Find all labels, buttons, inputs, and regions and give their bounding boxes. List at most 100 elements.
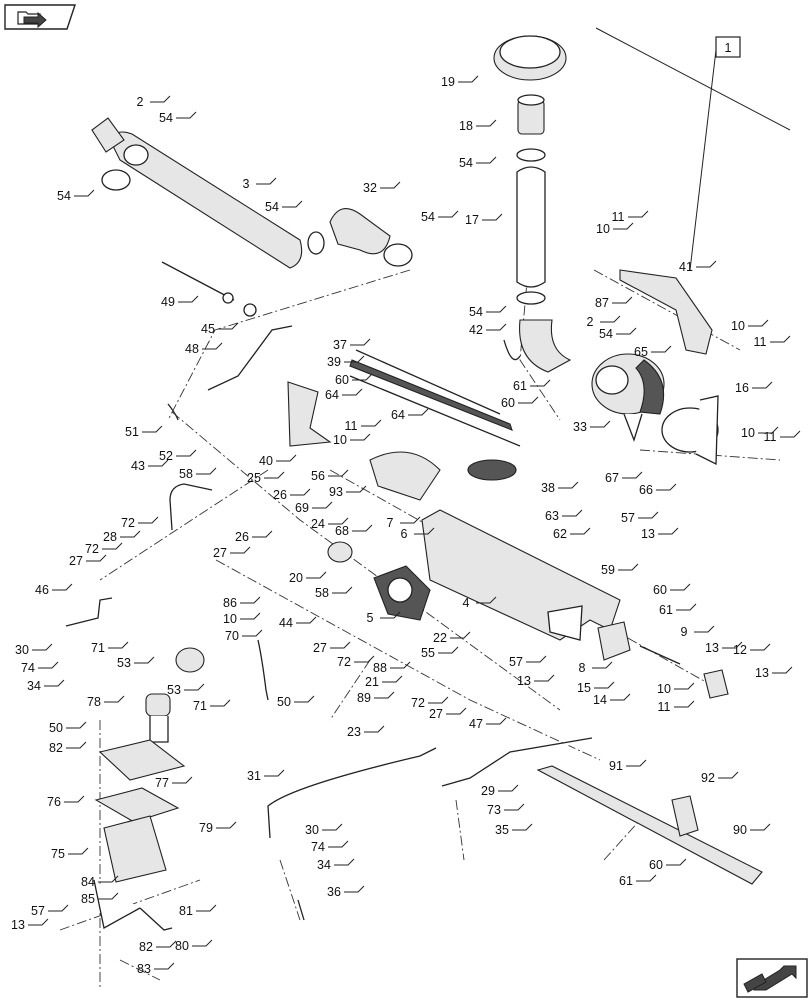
callout-leader	[674, 700, 695, 708]
callout-number: 87	[595, 296, 609, 310]
callout-leader	[330, 641, 351, 649]
callout-leader	[252, 530, 273, 538]
callout-number: 83	[137, 962, 151, 976]
callout-number: 8	[579, 661, 586, 675]
drain-pin	[297, 899, 305, 921]
callout-leader	[390, 661, 411, 669]
callout-number: 74	[21, 661, 35, 675]
breather-tube	[167, 325, 293, 421]
callout-leader	[674, 682, 695, 690]
callout-36: 36	[327, 885, 365, 899]
callout-20: 20	[289, 571, 327, 585]
callout-leader	[332, 586, 353, 594]
callout-number: 36	[327, 885, 341, 899]
callout-number: 76	[47, 795, 61, 809]
callout-10: 10	[223, 612, 261, 626]
callout-38: 38	[541, 481, 579, 495]
callout-2: 2	[587, 315, 621, 329]
callout-number: 72	[85, 542, 99, 556]
fuel-line-left	[65, 597, 113, 627]
callout-number: 65	[634, 345, 648, 359]
callout-number: 42	[469, 323, 483, 337]
callout-27: 27	[69, 554, 107, 568]
callout-82: 82	[49, 741, 87, 755]
callout-leader	[216, 821, 237, 829]
hose-elbow	[307, 208, 413, 267]
callout-number: 58	[315, 586, 329, 600]
callout-43: 43	[131, 459, 169, 473]
callout-70: 70	[225, 629, 263, 643]
callout-27: 27	[429, 707, 467, 721]
callout-21: 21	[365, 675, 403, 689]
callout-number: 41	[679, 260, 693, 274]
callout-50: 50	[49, 721, 87, 735]
callout-number: 27	[69, 554, 83, 568]
callout-leader	[74, 189, 95, 197]
callout-7: 7	[387, 516, 421, 530]
callout-number: 72	[411, 696, 425, 710]
callout-number: 89	[357, 691, 371, 705]
callout-leader	[344, 355, 365, 363]
callout-number: 30	[305, 823, 319, 837]
fuel-line-mid	[257, 639, 269, 701]
callout-85: 85	[81, 892, 119, 906]
callout-number: 26	[235, 530, 249, 544]
callout-leader	[772, 666, 793, 674]
callout-6: 6	[401, 527, 435, 541]
reservoir-plate	[98, 739, 186, 781]
callout-number: 68	[335, 524, 349, 538]
callout-number: 64	[391, 408, 405, 422]
callout-number: 27	[213, 546, 227, 560]
callout-number: 52	[159, 449, 173, 463]
callout-61: 61	[619, 874, 657, 888]
callout-59: 59	[601, 563, 639, 577]
callout-2: 2	[137, 95, 171, 109]
callout-leader	[296, 616, 317, 624]
callout-number: 35	[495, 823, 509, 837]
pressure-switch	[327, 541, 353, 563]
callout-number: 13	[11, 918, 25, 932]
folder-back-button[interactable]	[4, 4, 76, 30]
callout-18: 18	[459, 119, 497, 133]
air-filter-cap	[493, 35, 567, 81]
callout-34: 34	[27, 679, 65, 693]
callout-number: 32	[363, 181, 377, 195]
callout-leader	[350, 338, 371, 346]
callout-number: 44	[279, 616, 293, 630]
callout-number: 56	[311, 469, 325, 483]
main-support-beam	[421, 509, 621, 641]
callout-leader	[210, 699, 231, 707]
callout-number: 92	[701, 771, 715, 785]
callout-number: 72	[337, 655, 351, 669]
fan-pulley	[467, 459, 517, 481]
shroud-bracket	[287, 381, 332, 447]
callout-number: 34	[27, 679, 41, 693]
callout-11: 11	[754, 335, 791, 349]
callout-leader	[312, 501, 333, 509]
dipstick-rod	[161, 261, 257, 317]
callout-11: 11	[658, 700, 695, 714]
callout-leader	[108, 641, 129, 649]
pump-assembly	[373, 565, 431, 621]
callout-number: 10	[333, 433, 347, 447]
callout-number: 48	[185, 342, 199, 356]
callout-leader	[512, 823, 533, 831]
callout-77: 77	[155, 776, 193, 790]
callout-leader	[636, 874, 657, 882]
callout-number: 47	[469, 717, 483, 731]
callout-leader	[218, 322, 239, 330]
callout-leader	[354, 655, 375, 663]
callout-75: 75	[51, 847, 89, 861]
callout-leader	[518, 396, 539, 404]
next-page-button[interactable]	[736, 958, 808, 998]
callout-number: 28	[103, 530, 117, 544]
callout-72: 72	[337, 655, 375, 669]
callout-number: 62	[553, 527, 567, 541]
callout-leader	[276, 454, 297, 462]
callout-leader	[28, 918, 49, 926]
callout-number: 30	[15, 643, 29, 657]
callout-number: 27	[429, 707, 443, 721]
callout-27: 27	[213, 546, 251, 560]
reservoir-tank	[103, 815, 167, 883]
callout-number: 31	[247, 769, 261, 783]
